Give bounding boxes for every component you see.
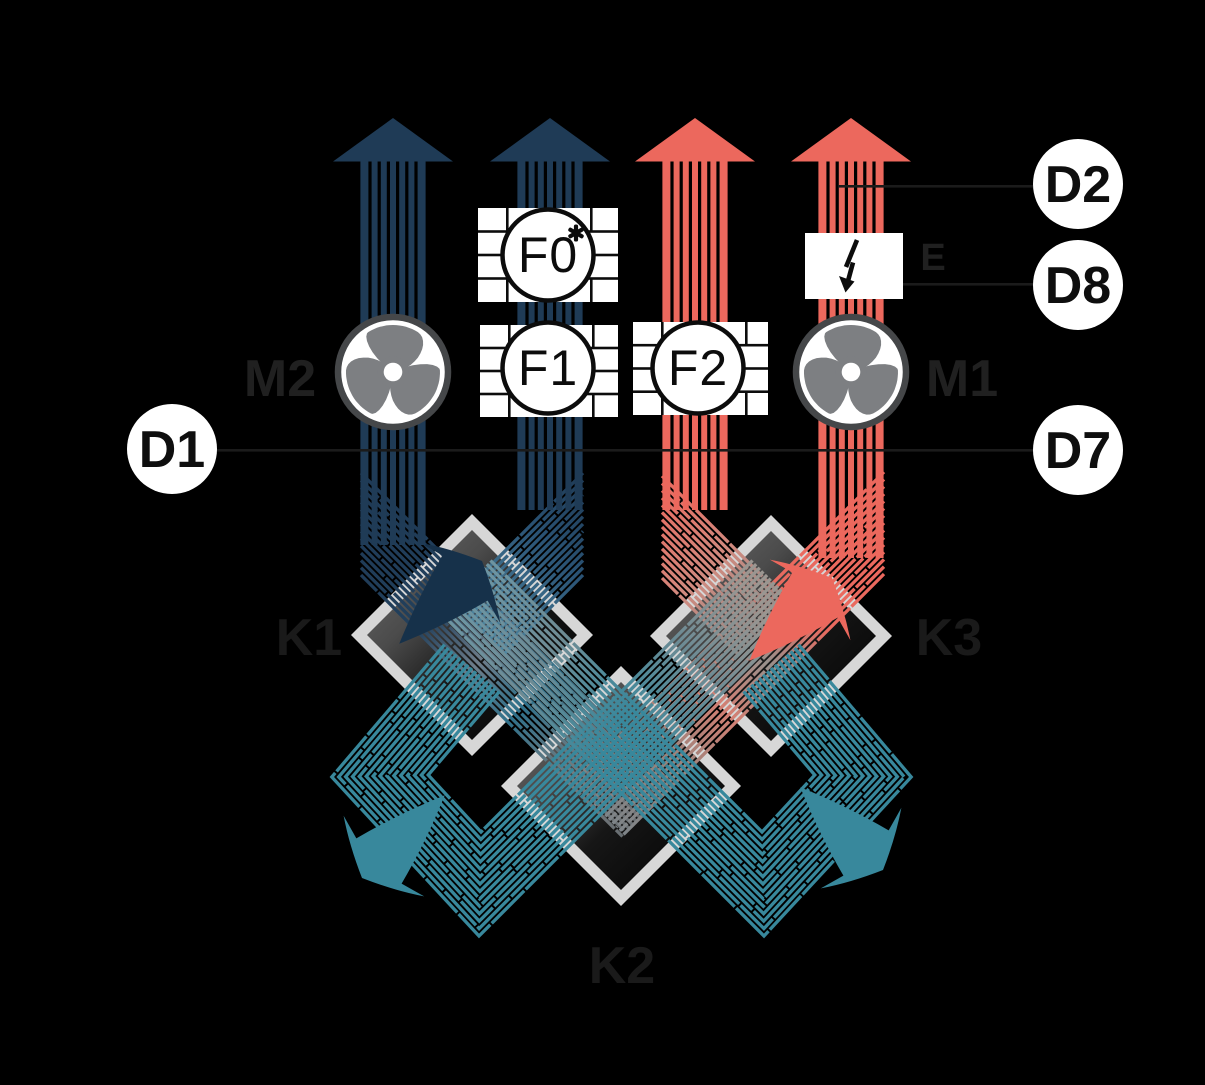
svg-text:F1: F1 <box>518 340 578 396</box>
svg-text:D7: D7 <box>1045 422 1111 480</box>
svg-text:F0: F0 <box>518 227 578 283</box>
svg-text:M2: M2 <box>244 350 316 408</box>
svg-text:F2: F2 <box>668 340 728 396</box>
svg-text:K1: K1 <box>276 609 342 667</box>
svg-text:D1: D1 <box>139 421 205 479</box>
svg-text:M1: M1 <box>926 350 998 408</box>
svg-text:K2: K2 <box>589 937 655 995</box>
svg-text:E: E <box>920 237 945 279</box>
svg-text:D2: D2 <box>1045 156 1111 214</box>
svg-text:D8: D8 <box>1045 257 1111 315</box>
svg-text:K3: K3 <box>916 609 982 667</box>
